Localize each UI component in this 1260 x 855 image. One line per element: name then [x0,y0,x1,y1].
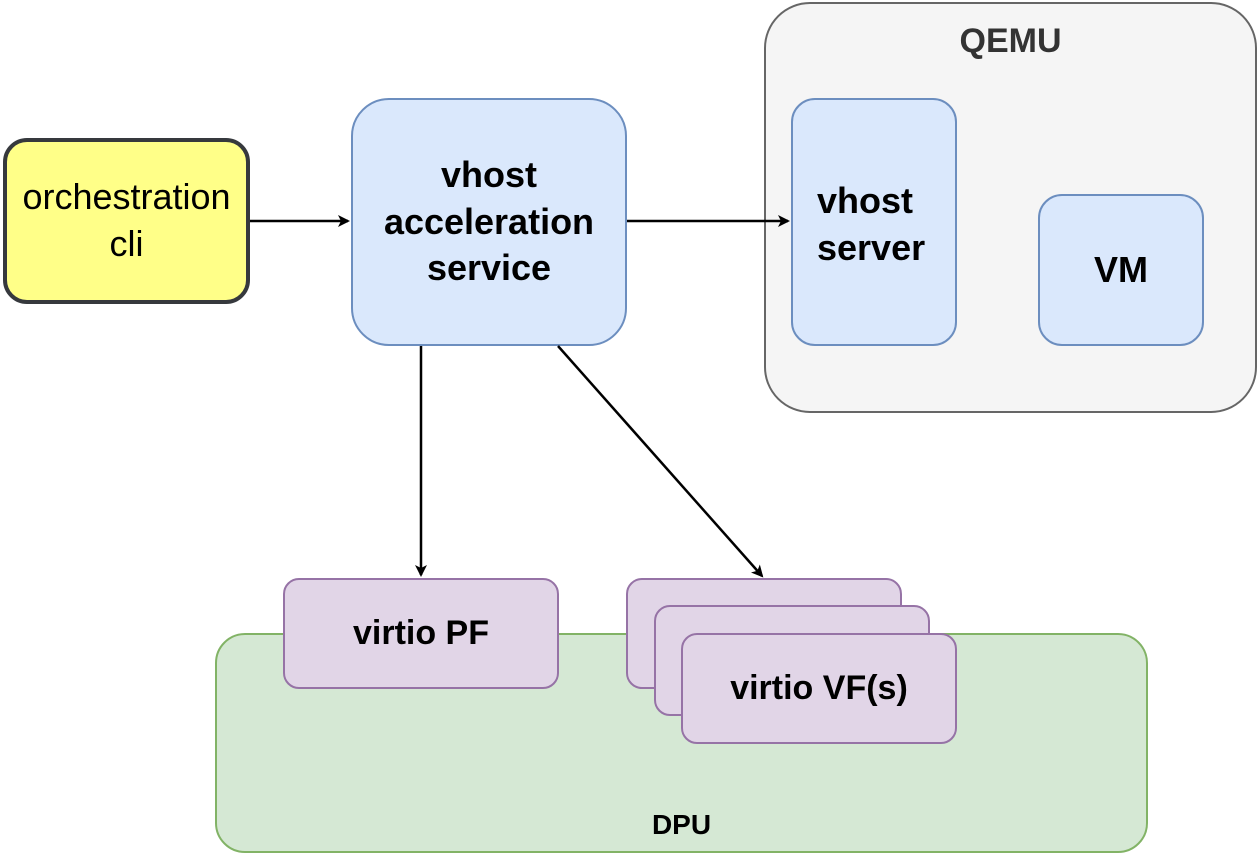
virtio-pf-node: virtio PF [283,578,559,689]
virtio-pf-label: virtio PF [352,614,490,652]
vm-node: VM [1038,194,1204,346]
vhost-server-node: vhost server [791,98,957,346]
orchestration-cli-node: orchestration cli [3,138,250,304]
dpu-title: DPU [651,809,712,840]
edge-service-to-virtio-vf [557,345,764,578]
virtio-vf-node: virtio VF(s) [681,633,957,744]
orchestration-cli-label: orchestration cli [22,176,231,264]
vm-label: VM [1094,249,1148,290]
vhost-acceleration-service-label: vhost acceleration service [383,153,595,289]
vhost-server-label: vhost server [817,180,926,268]
vhost-acceleration-service-node: vhost acceleration service [351,98,627,346]
qemu-title: QEMU [959,22,1062,60]
virtio-vf-label: virtio VF(s) [730,669,908,707]
